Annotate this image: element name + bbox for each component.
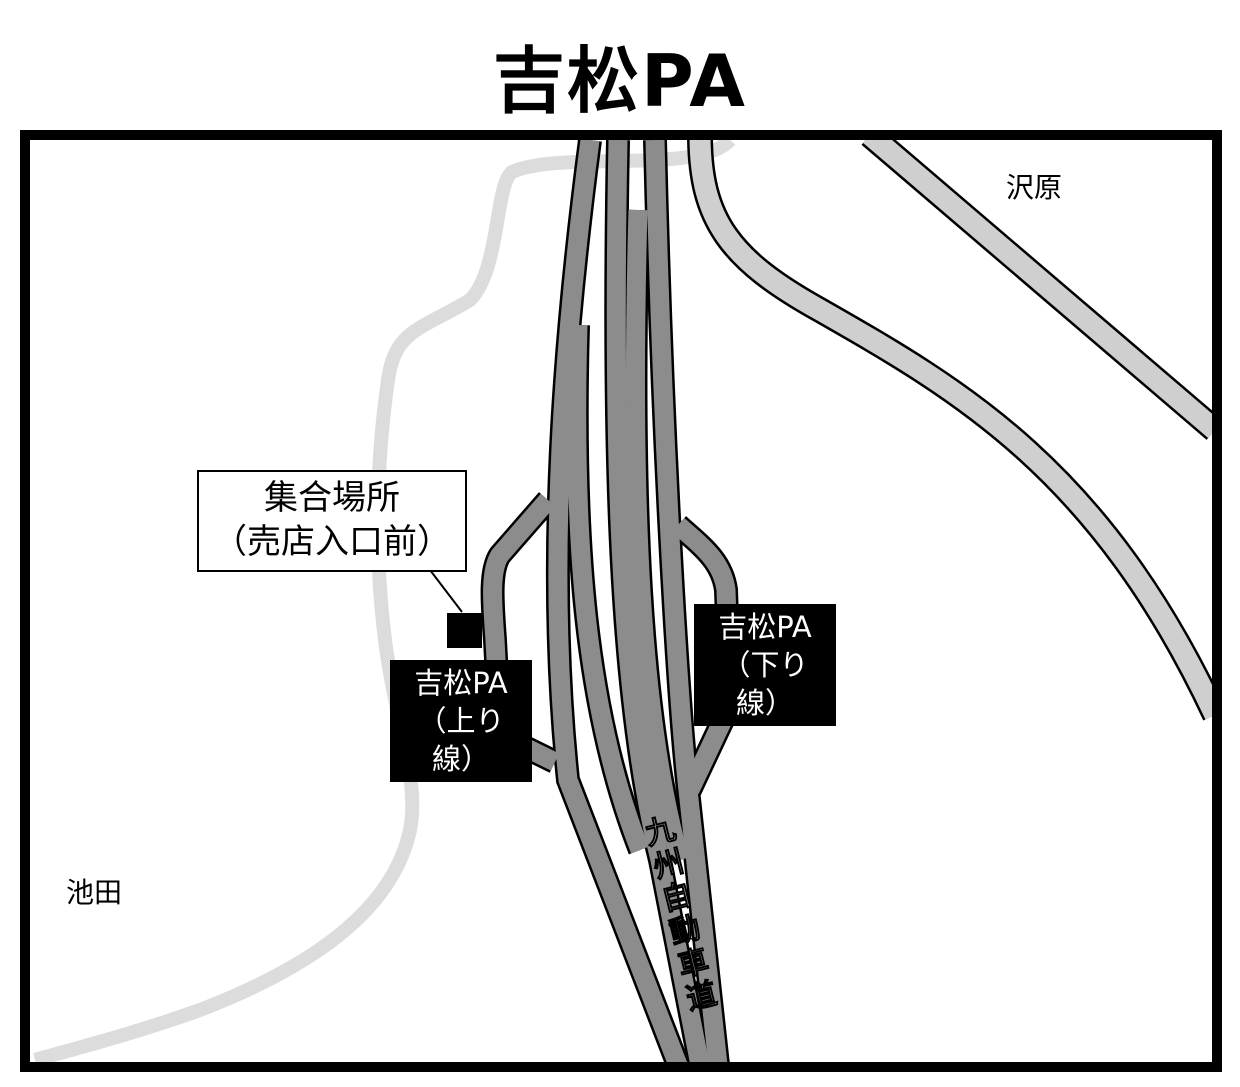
meeting-point-detail: （売店入口前） bbox=[213, 522, 451, 562]
highway bbox=[480, 140, 743, 1062]
pa-up-name: 吉松PA bbox=[414, 666, 508, 700]
pa-up-direction: （上り線） bbox=[417, 704, 505, 776]
callout-pointer bbox=[429, 569, 463, 613]
pa-down-direction: （下り線） bbox=[721, 648, 809, 720]
pa-down-label: 吉松PA （下り線） bbox=[694, 604, 836, 726]
page-title: 吉松PA bbox=[493, 39, 747, 123]
meeting-point-callout: 集合場所 （売店入口前） bbox=[197, 470, 467, 572]
meeting-point-marker bbox=[447, 613, 482, 648]
pa-up-label: 吉松PA （上り線） bbox=[390, 660, 532, 782]
pa-down-name: 吉松PA bbox=[718, 610, 812, 644]
place-ikeda: 池田 bbox=[66, 876, 123, 909]
local-road bbox=[687, 140, 1212, 721]
place-sawara: 沢原 bbox=[1006, 171, 1063, 204]
map-frame bbox=[20, 130, 1222, 1072]
meeting-point-title: 集合場所 bbox=[264, 478, 400, 518]
